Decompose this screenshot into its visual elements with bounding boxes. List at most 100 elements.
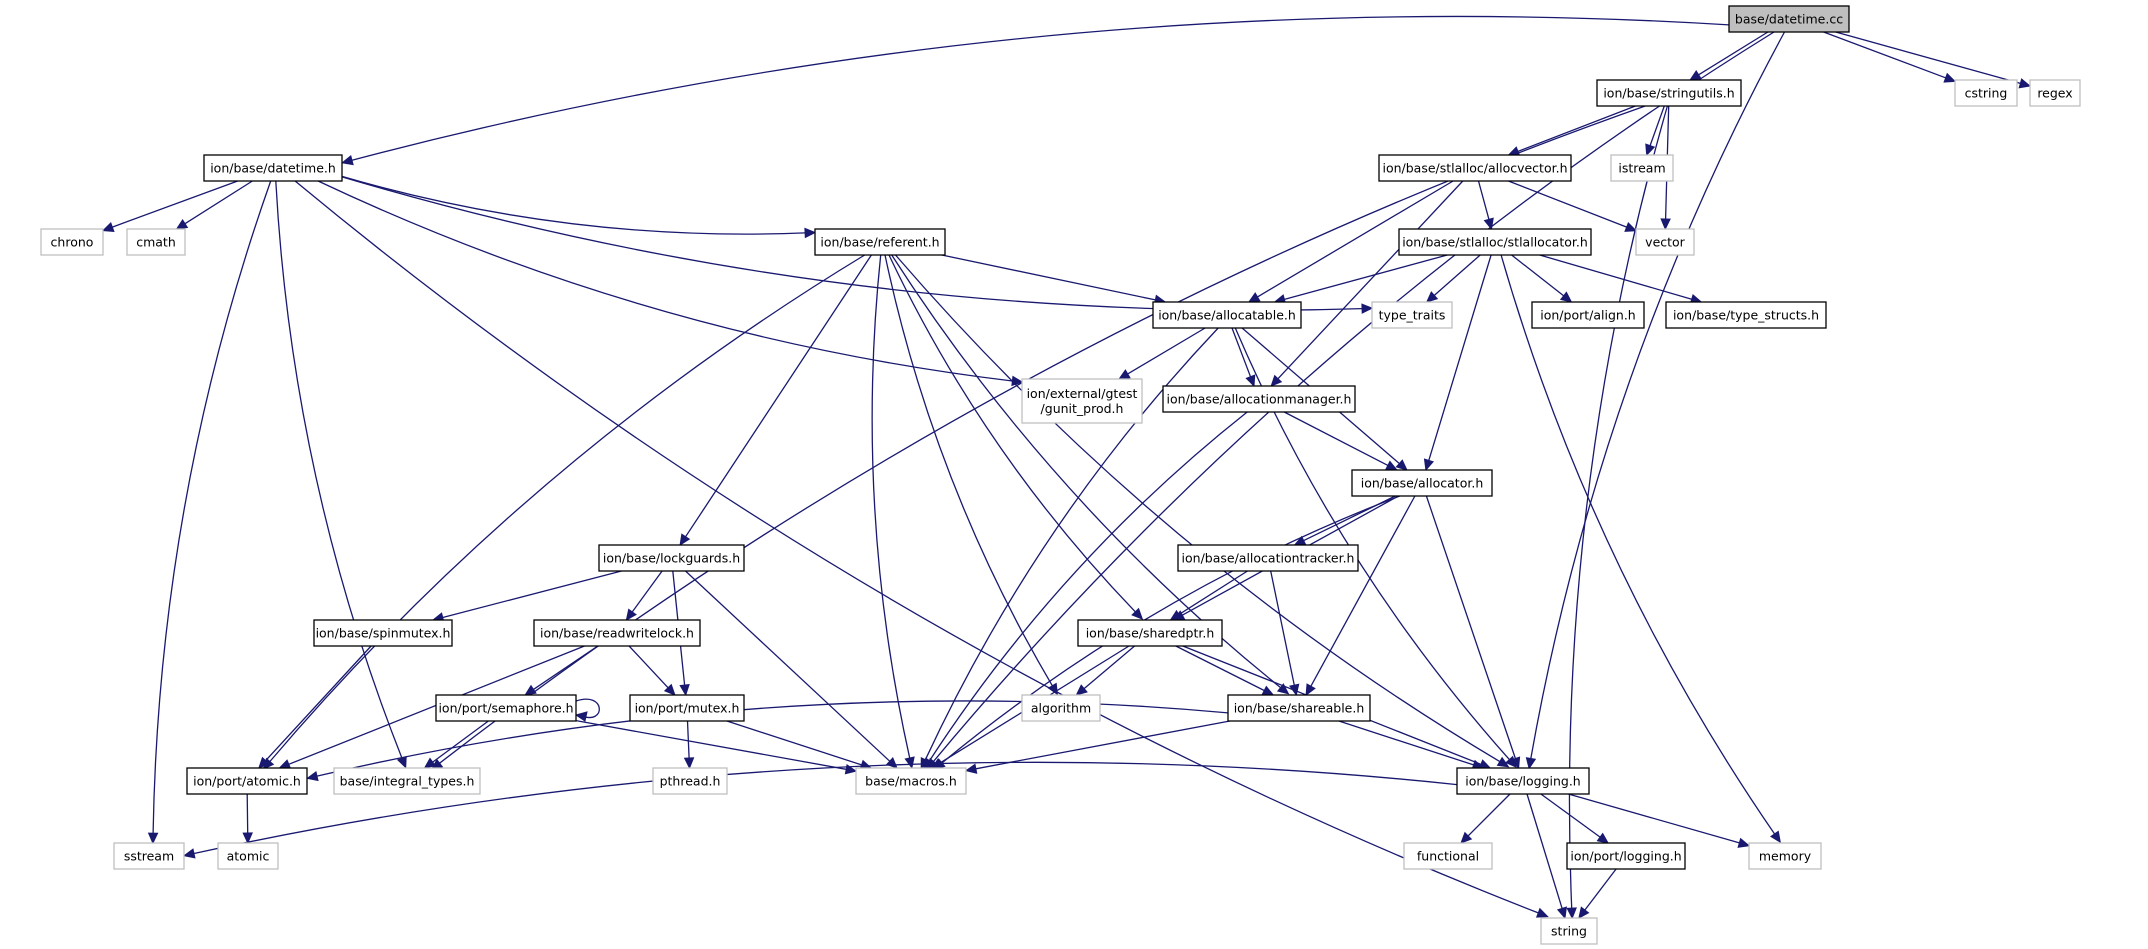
node-box: [1398, 228, 1592, 256]
node-box: [1728, 5, 1850, 33]
node-referent[interactable]: ion/base/referent.h: [814, 228, 946, 256]
edge-semaphore-to-semaphore: [574, 698, 600, 722]
node-box: [1596, 79, 1742, 107]
edge-datetime_cc-to-regex: [1835, 31, 2032, 89]
node-semaphore[interactable]: ion/port/semaphore.h: [435, 694, 577, 722]
edge-datetime_cc-to-datetime_h: [341, 15, 1730, 166]
node-regex: regex: [2029, 79, 2081, 107]
node-istream: istream: [1610, 154, 1674, 182]
node-port-mutex[interactable]: ion/port/mutex.h: [629, 694, 745, 722]
node-sstream: sstream: [113, 842, 185, 870]
edge-datetime_h-to-referent: [341, 175, 817, 239]
node-label: chrono: [51, 235, 94, 250]
node-spinmutex[interactable]: ion/base/spinmutex.h: [313, 619, 453, 647]
edge-logging-to-functional: [1460, 793, 1511, 844]
node-allocator[interactable]: ion/base/allocator.h: [1351, 469, 1493, 497]
edge-stringutils-to-istream: [1645, 105, 1665, 157]
node-label: cmath: [136, 235, 176, 250]
edge-sharedptr-to-algorithm: [1075, 645, 1136, 696]
node-string: string: [1540, 917, 1598, 945]
node-allocatable[interactable]: ion/base/allocatable.h: [1152, 301, 1302, 329]
node-label: ion/base/stringutils.h: [1603, 86, 1734, 101]
edge-stlallocator-to-allocatable: [1273, 254, 1448, 305]
edge-stlallocator-to-allocator: [1423, 254, 1492, 472]
node-label: ion/base/allocatable.h: [1158, 308, 1296, 323]
node-algorithm: algorithm: [1021, 694, 1101, 722]
node-label: ion/base/referent.h: [820, 235, 939, 250]
node-box: [1021, 694, 1101, 722]
node-datetime-cc[interactable]: base/datetime.cc: [1728, 5, 1850, 33]
node-label: base/integral_types.h: [340, 774, 475, 789]
node-label: regex: [2037, 86, 2072, 101]
node-box: [1635, 228, 1695, 256]
node-allocvector[interactable]: ion/base/stlalloc/allocvector.h: [1378, 154, 1572, 182]
node-port-atomic[interactable]: ion/port/atomic.h: [186, 767, 308, 795]
edge-allocator-to-logging: [1425, 495, 1521, 770]
node-box: [1954, 79, 2018, 107]
edge-stringutils-to-string: [1566, 105, 1669, 920]
node-label: ion/base/stlalloc/stlallocator.h: [1402, 235, 1588, 250]
edge-allocvector-to-stlallocator: [1477, 180, 1494, 231]
node-type-structs[interactable]: ion/base/type_structs.h: [1665, 301, 1827, 329]
edges-layer: [101, 15, 2032, 920]
node-label: ion/base/readwritelock.h: [540, 626, 694, 641]
node-box: [1371, 301, 1453, 329]
node-sharedptr[interactable]: ion/base/sharedptr.h: [1077, 619, 1223, 647]
edge-referent-to-logging: [895, 254, 1510, 768]
node-label: functional: [1417, 849, 1479, 864]
edge-stringutils-to-integral_types: [430, 105, 1646, 771]
node-stringutils[interactable]: ion/base/stringutils.h: [1596, 79, 1742, 107]
node-box: [313, 619, 453, 647]
edge-allocatable-to-gunit_prod: [1118, 327, 1206, 380]
node-box: [126, 228, 186, 256]
node-datetime-h[interactable]: ion/base/datetime.h: [203, 154, 343, 182]
edge-sharedptr-to-shareable: [1175, 645, 1275, 696]
node-box: [652, 767, 728, 795]
node-logging[interactable]: ion/base/logging.h: [1456, 767, 1590, 795]
node-box: [1162, 385, 1356, 413]
edge-datetime_h-to-integral_types: [275, 180, 407, 769]
edge-stringutils-to-allocvector: [1507, 105, 1636, 157]
node-box: [1456, 767, 1590, 795]
node-allocationmanager[interactable]: ion/base/allocationmanager.h: [1162, 385, 1356, 413]
edge-stlallocator-to-memory: [1500, 254, 1781, 844]
node-stlallocator[interactable]: ion/base/stlalloc/stlallocator.h: [1398, 228, 1592, 256]
edge-shareable-to-logging: [1338, 720, 1485, 770]
node-port-logging[interactable]: ion/port/logging.h: [1566, 842, 1686, 870]
edge-referent-to-sharedptr: [888, 254, 1144, 620]
node-gunit-prod: ion/external/gtest/gunit_prod.h: [1021, 378, 1143, 424]
node-label: memory: [1759, 849, 1812, 864]
node-chrono: chrono: [40, 228, 104, 256]
node-label: ion/base/allocator.h: [1361, 476, 1484, 491]
node-box: [203, 154, 343, 182]
edge-allocatable-to-allocationmanager: [1231, 327, 1256, 388]
edge-port_mutex-to-macros: [726, 720, 873, 770]
edge-datetime_h-to-string: [294, 180, 1549, 918]
node-label: ion/base/type_structs.h: [1673, 308, 1819, 323]
node-box: [1665, 301, 1827, 329]
node-box: [1531, 301, 1645, 329]
node-box: [1351, 469, 1493, 497]
edge-stlallocator-to-port_align: [1511, 254, 1573, 303]
node-label: istream: [1618, 161, 1665, 176]
node-vector: vector: [1635, 228, 1695, 256]
edge-stlallocator-to-type_traits: [1425, 254, 1481, 303]
node-shareable[interactable]: ion/base/shareable.h: [1227, 694, 1371, 722]
node-label: ion/base/spinmutex.h: [316, 626, 451, 641]
node-lockguards[interactable]: ion/base/lockguards.h: [598, 544, 745, 572]
node-functional: functional: [1403, 842, 1493, 870]
node-box: [598, 544, 745, 572]
node-box: [40, 228, 104, 256]
node-box: [1077, 619, 1223, 647]
node-integral-types: base/integral_types.h: [333, 767, 481, 795]
edge-referent-to-algorithm: [884, 254, 1059, 696]
edge-allocvector-to-allocationmanager: [1270, 180, 1464, 387]
edge-semaphore-to-integral_types: [423, 720, 489, 769]
node-box: [1152, 301, 1302, 329]
edge-lockguards-to-readwritelock: [625, 570, 663, 621]
edge-spinmutex-to-port_atomic: [258, 645, 372, 769]
node-allocationtracker[interactable]: ion/base/allocationtracker.h: [1177, 544, 1359, 572]
node-port-align[interactable]: ion/port/align.h: [1531, 301, 1645, 329]
node-readwritelock[interactable]: ion/base/readwritelock.h: [533, 619, 701, 647]
node-label: ion/base/shareable.h: [1234, 701, 1365, 716]
